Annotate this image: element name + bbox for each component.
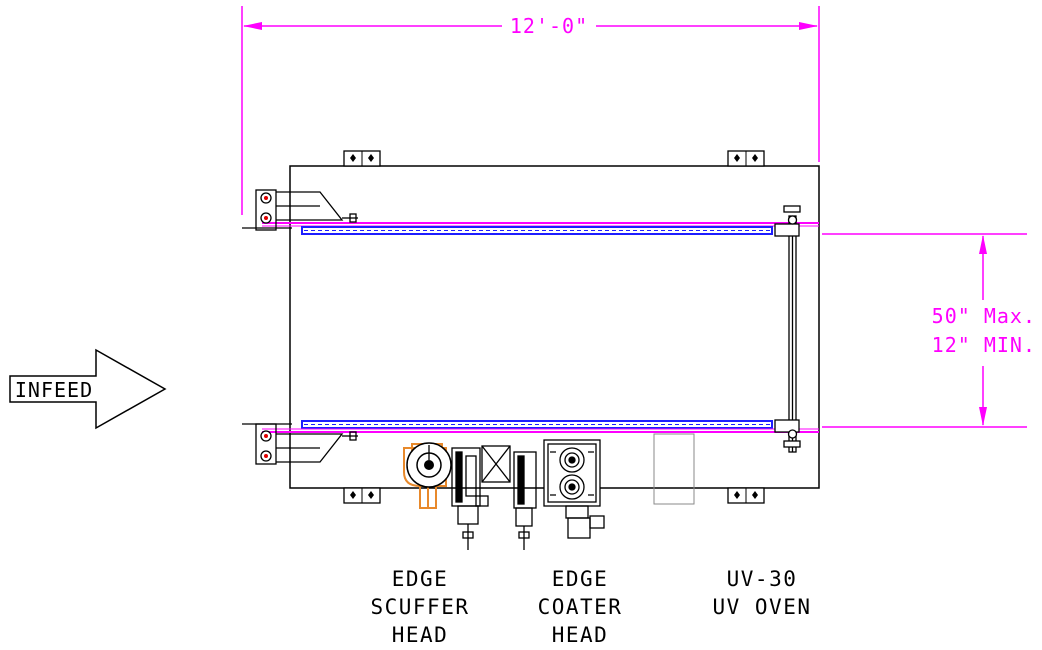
leveling-foot-top-right (727, 150, 765, 167)
infeed-arrow-shape (9, 348, 167, 430)
station-label-line: EDGE (392, 567, 449, 591)
station-label-line: COATER (538, 595, 623, 619)
infeed-label: INFEED (15, 378, 93, 402)
leveling-foot-bottom-right (727, 487, 765, 504)
leveling-foot-bottom-left (343, 487, 381, 504)
station-label-line: HEAD (552, 623, 609, 647)
station-label-edge-scuffer-head: EDGE SCUFFER HEAD (370, 567, 469, 647)
edge-coater-head (513, 439, 605, 550)
station-label-line: HEAD (392, 623, 449, 647)
station-label-edge-coater-head: EDGE COATER HEAD (538, 567, 623, 647)
width-arrowhead-bottom (979, 407, 987, 426)
edge-scuffer-head (403, 442, 511, 550)
uv-oven-footprint (653, 433, 695, 505)
width-min-text: 12" MIN. (932, 333, 1036, 357)
arrowhead-right (799, 22, 818, 30)
station-label-uv-oven: UV-30 UV OVEN (712, 567, 811, 619)
station-label-line: UV OVEN (712, 595, 811, 619)
station-label-line: UV-30 (727, 567, 798, 591)
outfeed-drive-shaft (774, 205, 801, 453)
station-label-line: EDGE (552, 567, 609, 591)
length-dimension-text: 12'-0" (510, 14, 588, 38)
arrowhead-left (243, 22, 262, 30)
conveyor-rail-top (262, 222, 819, 235)
width-max-text: 50" Max. (932, 304, 1036, 328)
width-arrowhead-top (979, 235, 987, 254)
idler-bracket-bottom (242, 423, 358, 465)
width-dimension (822, 233, 1027, 428)
station-label-line: SCUFFER (370, 595, 469, 619)
idler-bracket-top (242, 189, 358, 231)
infeed-arrow: INFEED (9, 348, 167, 430)
conveyor-rail-bottom (262, 420, 819, 433)
length-dimension (241, 6, 820, 215)
leveling-foot-top-left (343, 150, 381, 167)
